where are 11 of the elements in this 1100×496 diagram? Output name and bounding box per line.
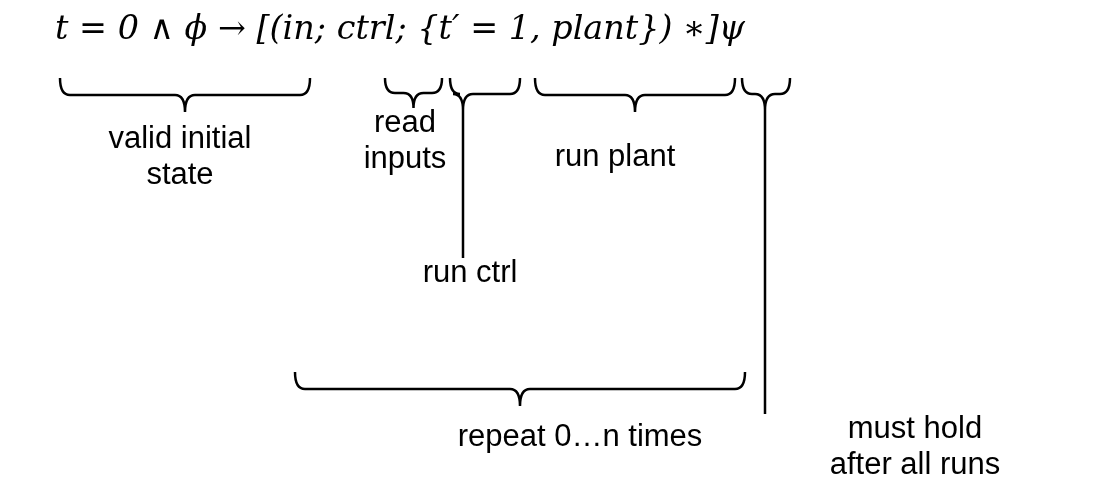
curly-brace [448, 77, 522, 112]
annotation-text: must hold after all runs [820, 410, 1010, 482]
annotation-text: valid initial state [107, 120, 253, 192]
curly-brace [740, 77, 792, 112]
annotation-text: repeat 0…n times [456, 418, 704, 454]
annotation-text: run ctrl [400, 254, 540, 290]
formula: t = 0 ∧ ϕ → [(in; ctrl; {t′ = 1, plant}) ∗]ψ [55, 8, 745, 47]
leader-line [461, 110, 465, 258]
leader-line [763, 110, 767, 414]
annotation-text: run plant [553, 138, 677, 174]
annotation-text: read inputs [362, 104, 448, 176]
